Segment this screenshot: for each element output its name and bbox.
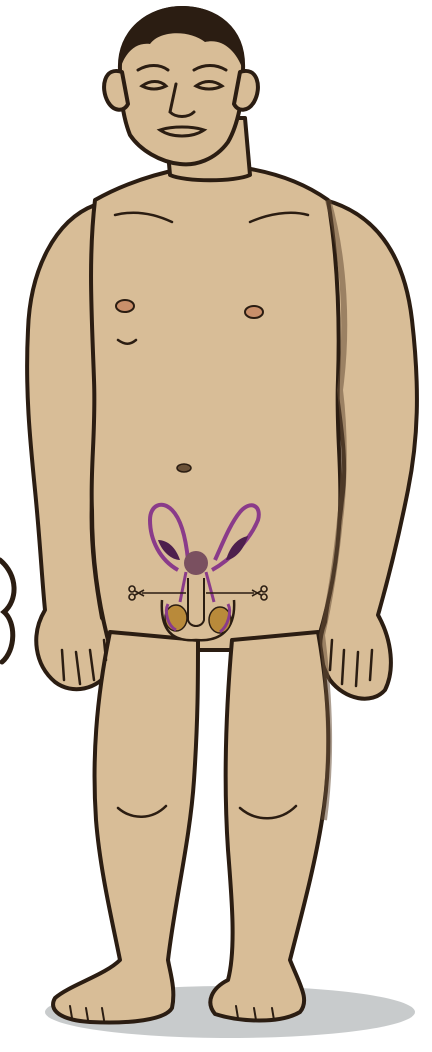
- left-ear: [104, 71, 128, 110]
- right-leg: [210, 632, 328, 1021]
- penis: [188, 578, 204, 626]
- bladder: [184, 551, 208, 575]
- body: [27, 8, 417, 1022]
- torso: [91, 168, 340, 650]
- left-edge-ornament: [0, 560, 14, 662]
- left-nipple: [116, 300, 134, 312]
- navel: [177, 464, 191, 472]
- right-nipple: [245, 306, 263, 318]
- right-ear: [234, 71, 258, 110]
